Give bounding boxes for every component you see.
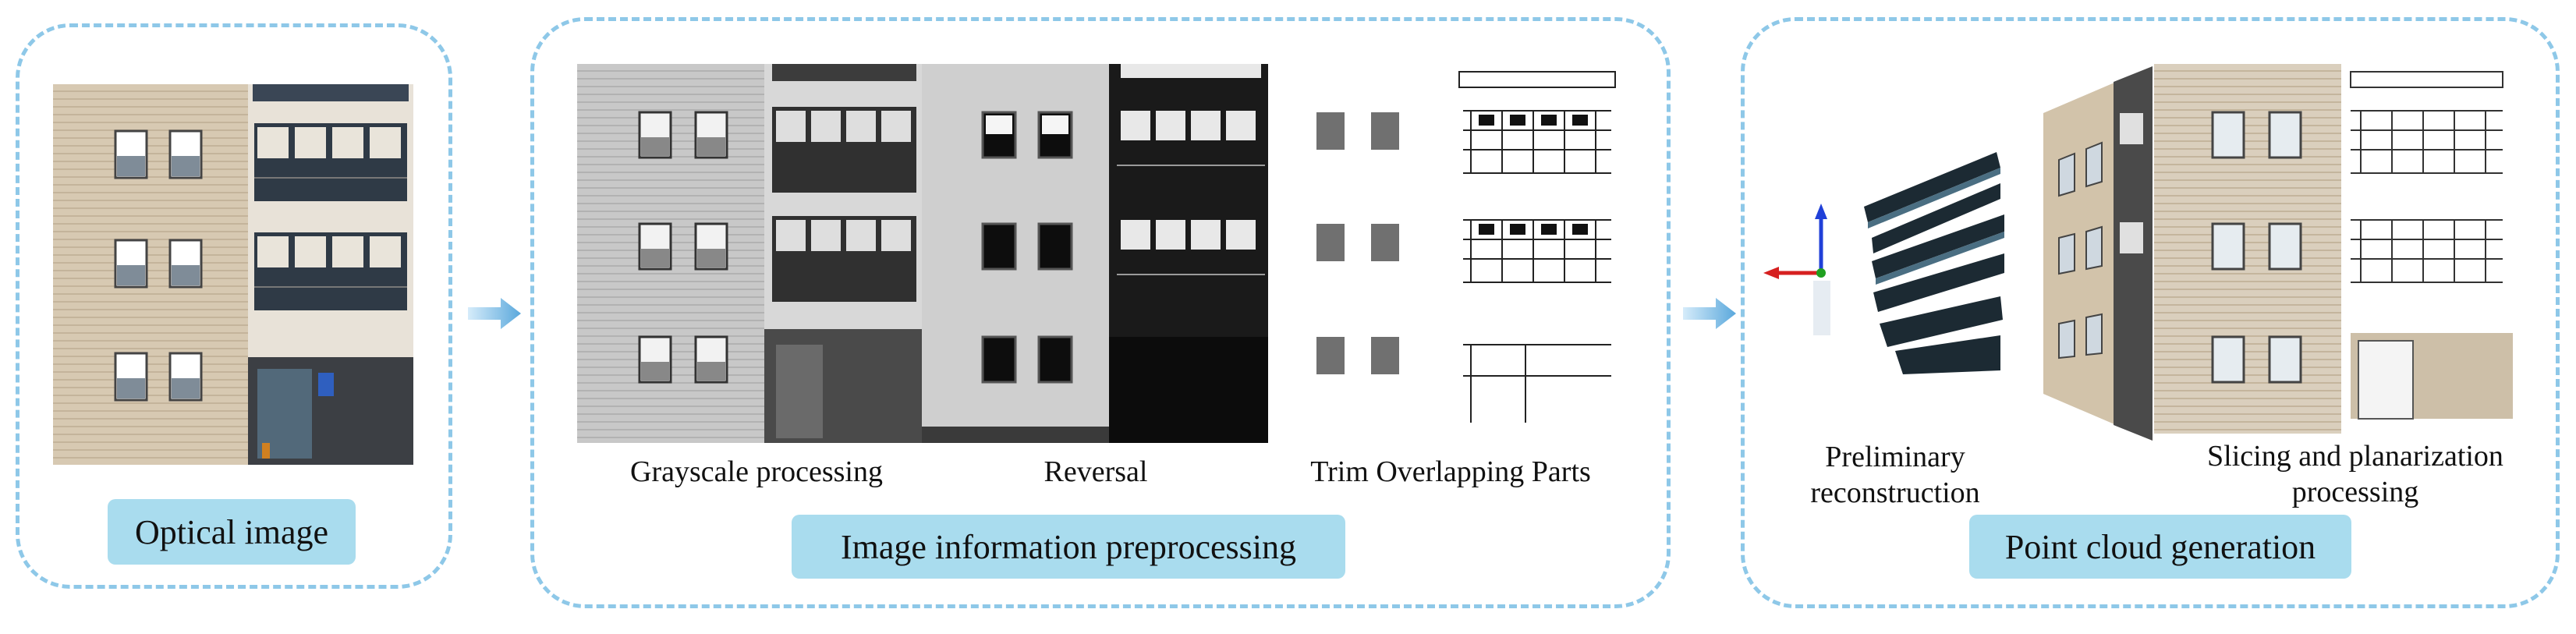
optical-image-label: Optical image [108, 499, 356, 565]
optical-image-panel [16, 23, 452, 589]
trim-caption: Trim Overlapping Parts [1310, 455, 1591, 488]
preprocessing-panel [530, 17, 1671, 608]
slicing-planarization-image [2154, 64, 2513, 434]
reversal-image [922, 64, 1268, 443]
preliminary-reconstruction-caption: Preliminary reconstruction [1786, 439, 2004, 511]
optical-building-photo [53, 84, 413, 465]
point-cloud-panel [1741, 17, 2560, 608]
trim-overlapping-image [1268, 64, 1627, 443]
point-cloud-label: Point cloud generation [1969, 515, 2351, 579]
preliminary-reconstruction-cloud [1856, 144, 2012, 402]
grayscale-image [577, 64, 922, 443]
slicing-caption-text: Slicing and planarization processing [2207, 440, 2503, 508]
grayscale-caption: Grayscale processing [630, 455, 883, 488]
flow-arrow-right-icon [468, 296, 523, 331]
coordinate-axes-icon [1759, 199, 1852, 347]
textured-building-model [2043, 66, 2168, 441]
reversal-caption: Reversal [1044, 455, 1148, 488]
preprocessing-label: Image information preprocessing [792, 515, 1345, 579]
flow-arrow-right-icon [1683, 296, 1738, 331]
slicing-caption: Slicing and planarization processing [2195, 438, 2515, 510]
preliminary-caption-text: Preliminary reconstruction [1810, 441, 1980, 509]
